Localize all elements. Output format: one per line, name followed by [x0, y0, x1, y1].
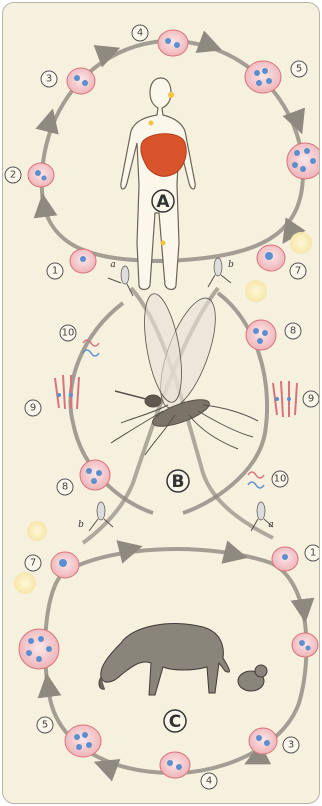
svg-text:2: 2: [10, 170, 16, 181]
svg-text:1: 1: [52, 266, 58, 277]
panel-b-label: B: [172, 472, 185, 492]
svg-text:9: 9: [30, 403, 36, 414]
cycle-c: C: [14, 521, 319, 789]
svg-text:7: 7: [30, 558, 36, 569]
cell-stage-a2: [28, 163, 54, 187]
label-b-top: b: [228, 260, 234, 270]
cycle-a: A: [5, 25, 319, 302]
marker-a4: 4: [132, 25, 148, 41]
marker-b10-right: 10: [272, 471, 288, 487]
panel-a-label: A: [156, 192, 170, 212]
cell-stage-c2: [292, 633, 318, 657]
svg-text:5: 5: [42, 720, 48, 731]
marker-c3: 3: [283, 737, 299, 753]
marker-c4: 4: [201, 773, 217, 789]
stage-b9-right: [273, 381, 297, 417]
svg-text:4: 4: [206, 776, 212, 787]
cell-stage-c6: [19, 629, 59, 669]
cell-stage-a6: [287, 143, 319, 179]
svg-text:4: 4: [137, 28, 143, 39]
svg-text:5: 5: [296, 64, 302, 75]
marker-b8-left: 8: [57, 479, 73, 495]
stage-b9-left: [55, 375, 79, 409]
marker-c7: 7: [25, 555, 41, 571]
marker-a3: 3: [41, 71, 57, 87]
label-b-bottom: b: [78, 520, 84, 530]
stage-b8-right: [246, 320, 276, 350]
mosquito-small-a-top: [108, 266, 133, 296]
cell-stage-c5: [65, 725, 101, 757]
marker-a1: 1: [47, 263, 63, 279]
marker-c1: 1: [305, 545, 319, 561]
stage-b10-right: [248, 472, 264, 488]
svg-text:10: 10: [274, 474, 287, 485]
label-a-top: a: [110, 260, 115, 270]
marker-c5: 5: [37, 717, 53, 733]
label-a-bottom: a: [268, 520, 273, 530]
cell-stage-c1: [272, 547, 298, 571]
cycle-b: B a b 10 9 8: [25, 258, 319, 543]
dog-icon: [99, 624, 230, 695]
marker-b10-left: 10: [60, 325, 76, 341]
svg-text:8: 8: [290, 326, 296, 337]
marker-b9-right: 9: [303, 391, 319, 407]
panel-c-label: C: [169, 712, 181, 732]
svg-text:9: 9: [308, 394, 314, 405]
cell-stage-c3: [249, 728, 277, 754]
marker-a7: 7: [290, 263, 306, 279]
stage-b8-left: [80, 460, 110, 490]
cell-stage-a3: [67, 68, 95, 94]
malaria-lifecycle-diagram: A: [3, 3, 319, 803]
mosquito-icon: [111, 291, 258, 455]
cell-stage-c7: [14, 521, 79, 594]
human-figure: [121, 78, 195, 290]
cell-stage-a4: [158, 30, 188, 56]
marker-b9-left: 9: [25, 400, 41, 416]
svg-text:8: 8: [62, 482, 68, 493]
svg-text:10: 10: [62, 328, 75, 339]
cell-stage-c4: [160, 752, 190, 778]
marker-a5: 5: [291, 61, 307, 77]
cell-stage-a5: [245, 61, 281, 93]
svg-text:1: 1: [310, 548, 316, 559]
rodent-icon: [238, 665, 267, 691]
marker-b8-right: 8: [285, 323, 301, 339]
marker-a2: 2: [5, 167, 21, 183]
cell-stage-a1: [70, 249, 96, 273]
svg-text:3: 3: [46, 74, 52, 85]
svg-text:3: 3: [288, 740, 294, 751]
svg-text:7: 7: [295, 266, 301, 277]
